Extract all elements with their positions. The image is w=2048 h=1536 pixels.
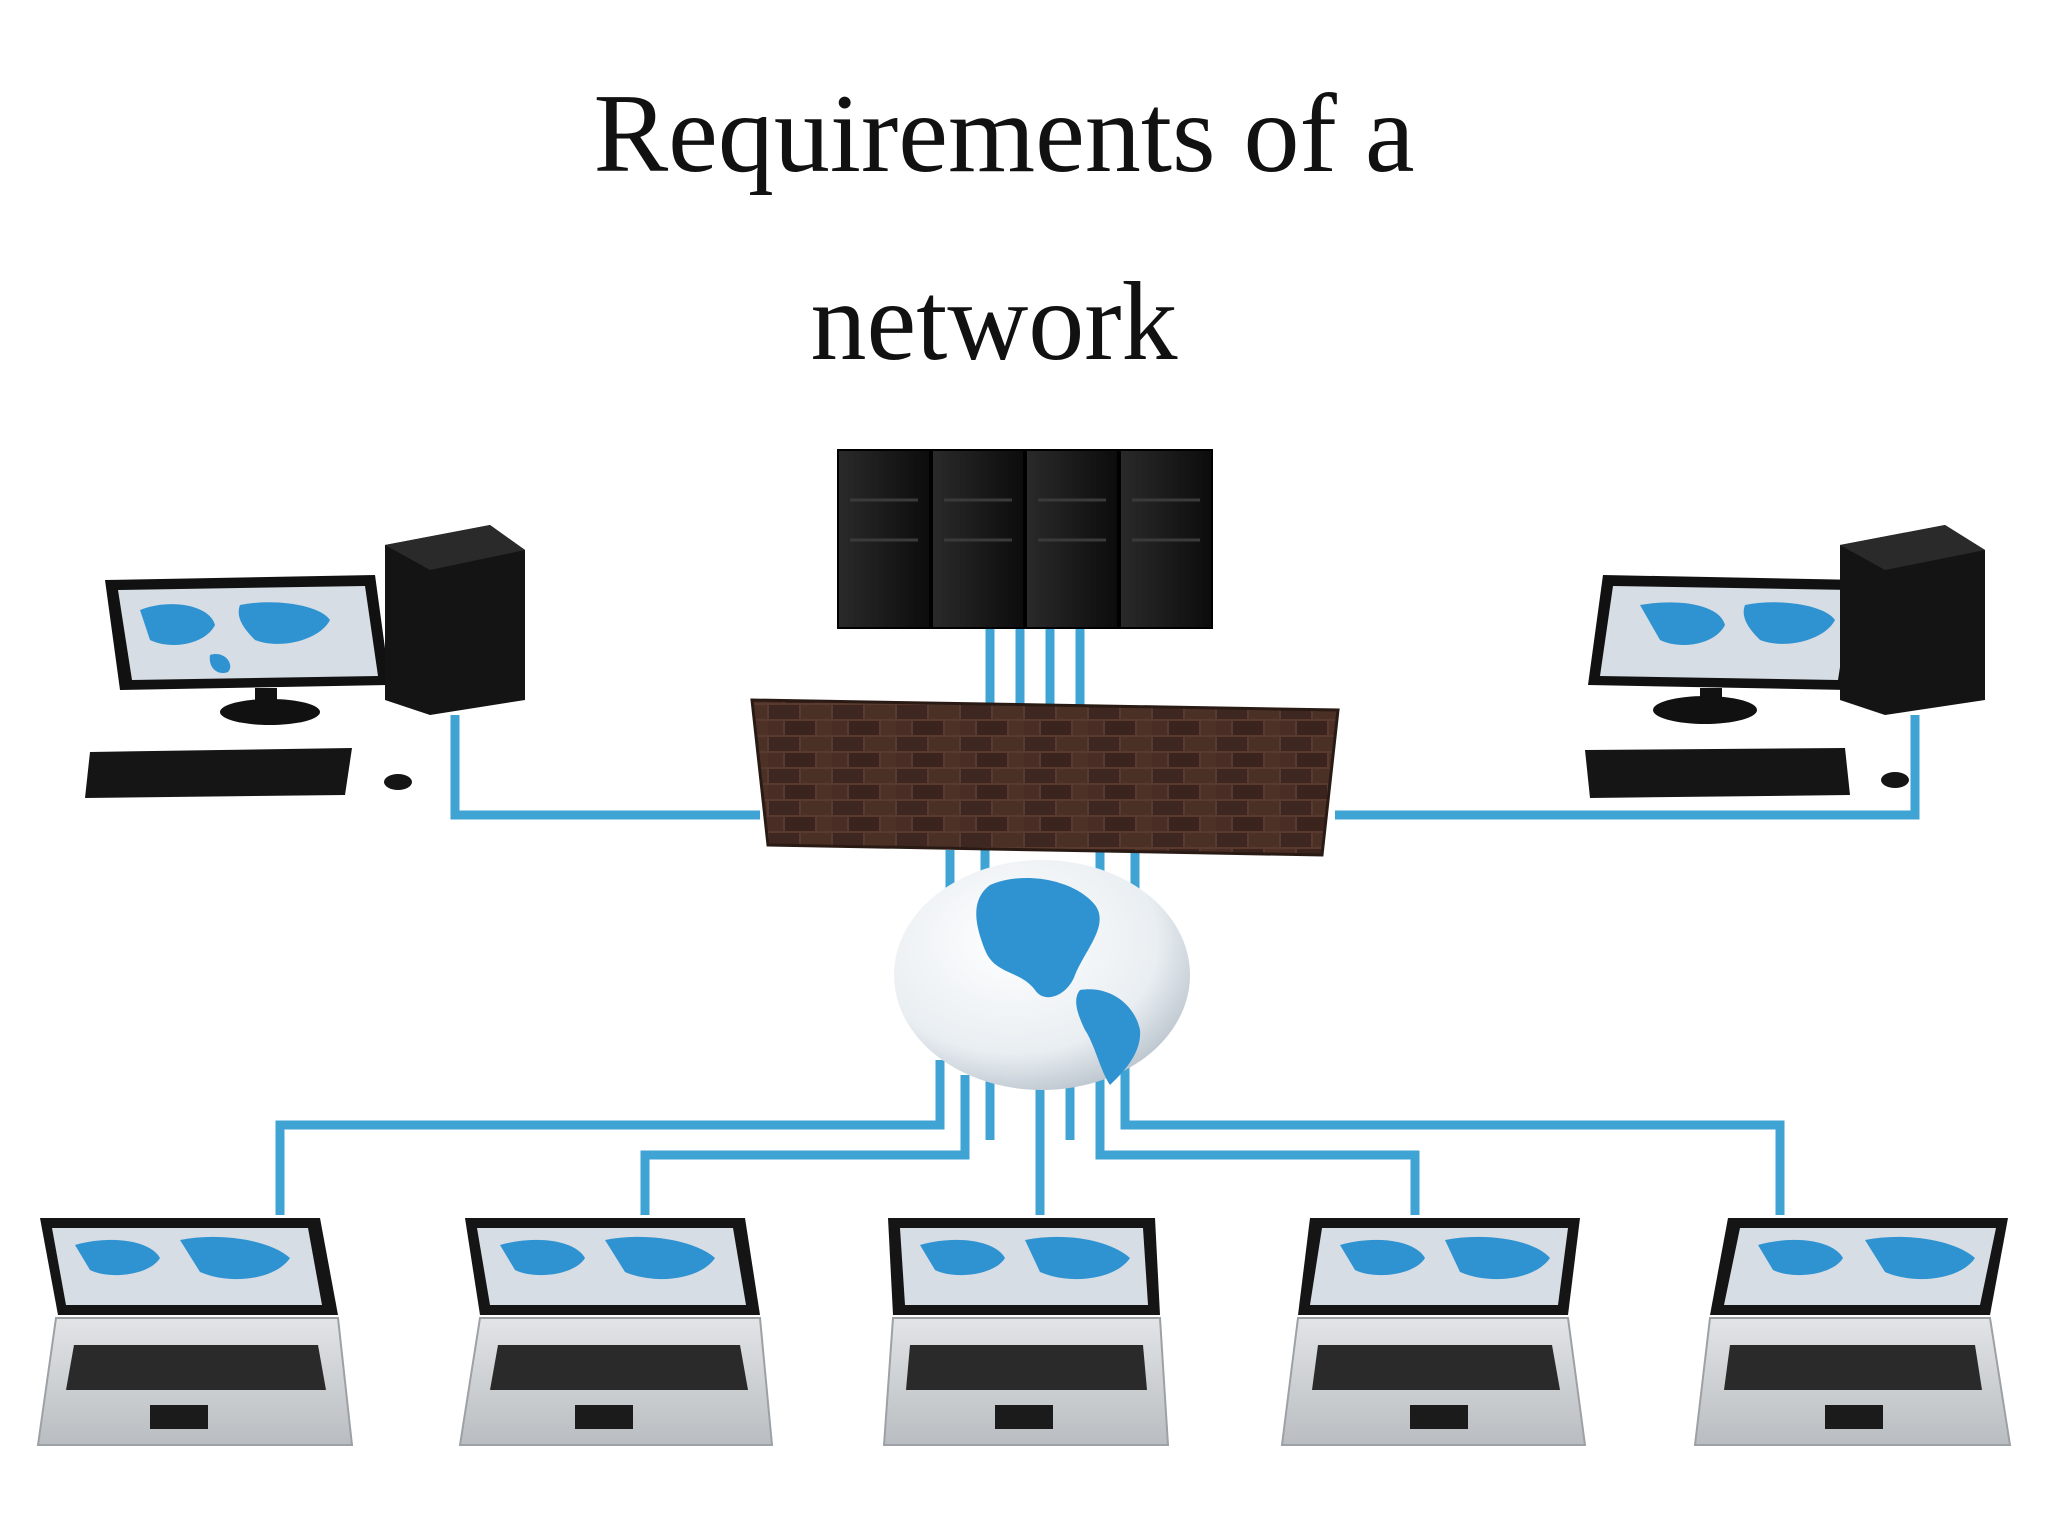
- laptop-icon: [1280, 1218, 1587, 1446]
- laptop-icon: [458, 1218, 774, 1446]
- firewall-icon: [750, 698, 1340, 857]
- desktop-computer-icon: [1585, 525, 1985, 798]
- laptop-icon: [36, 1218, 354, 1446]
- title-line-1: Requirements of a: [593, 72, 1415, 196]
- server-rack-icon: [837, 449, 1213, 629]
- desktop-computer-icon: [85, 525, 525, 798]
- laptop-icon: [1693, 1218, 2012, 1446]
- laptop-icon: [882, 1218, 1170, 1446]
- title-line-2: network: [810, 260, 1178, 384]
- slide-title: Requirements of a network: [0, 40, 2048, 416]
- globe-icon: [894, 860, 1190, 1090]
